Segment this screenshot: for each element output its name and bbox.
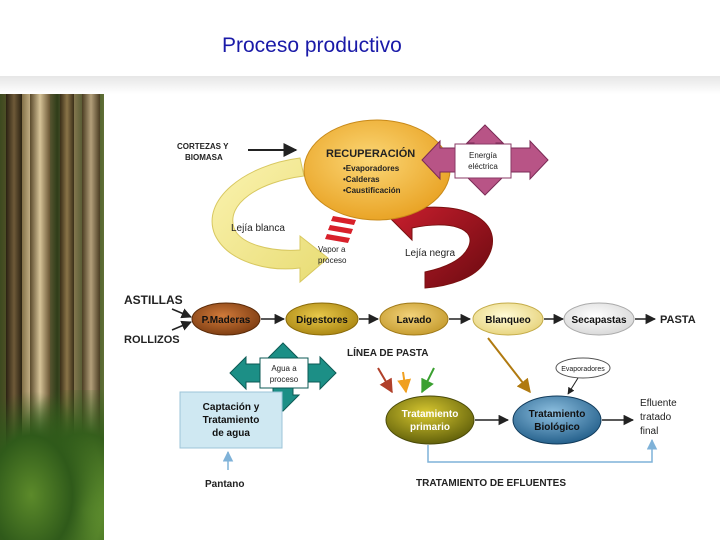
- lavado-node: [379, 302, 449, 336]
- lejia-negra-arrow: [387, 195, 493, 289]
- lejia-blanca-label: Lejía blanca: [231, 223, 285, 234]
- blanqueo-node: [472, 302, 544, 336]
- efluente-label: final: [640, 426, 658, 437]
- trat-primario-label: primario: [410, 422, 450, 433]
- digestores-label: Digestores: [296, 315, 348, 326]
- captacion-box: [179, 391, 283, 449]
- secapastas-label: Secapastas: [571, 315, 626, 326]
- captacion-label: Captación y: [203, 402, 260, 413]
- effluent-arrow: [397, 371, 412, 394]
- evaporadores-node: [555, 357, 611, 379]
- rollizos-arrow: [171, 320, 192, 331]
- captacion-label: de agua: [212, 428, 250, 439]
- biomasa-label: BIOMASA: [185, 153, 223, 162]
- secapastas-node: [563, 302, 635, 336]
- rollizos-label: ROLLIZOS: [124, 334, 180, 346]
- evaporadores-arrow: [567, 377, 579, 395]
- astillas-arrow: [171, 308, 192, 319]
- energia-label: eléctrica: [468, 162, 498, 171]
- pmaderas-label: P.Maderas: [202, 315, 251, 326]
- efluente-label: tratado: [640, 412, 672, 423]
- energia-label: Energía: [469, 151, 498, 160]
- lejia-negra-label: Lejía negra: [405, 248, 455, 259]
- blanqueo-label: Blanqueo: [485, 315, 531, 326]
- recuperacion-item: •Evaporadores: [343, 164, 400, 173]
- cortezas-label: CORTEZAS Y: [177, 142, 229, 151]
- efluente-label: Efluente: [640, 398, 677, 409]
- digestores-node: [285, 302, 359, 336]
- agua-box: [259, 357, 309, 389]
- pasta-label: PASTA: [660, 314, 696, 326]
- forest-photo: [0, 94, 104, 540]
- pantano-label: Pantano: [205, 479, 244, 490]
- trat-biologico-label: Biológico: [534, 422, 580, 433]
- recuperacion-item: •Caustificación: [343, 186, 401, 195]
- vapor-arrow: [325, 216, 356, 243]
- vapor-label: proceso: [318, 256, 347, 265]
- trat-primario-label: Tratamiento: [402, 409, 459, 420]
- captacion-label: Tratamiento: [203, 415, 260, 426]
- agua-label: proceso: [270, 375, 299, 384]
- trat-biologico-label: Tratamiento: [529, 409, 586, 420]
- lavado-label: Lavado: [396, 315, 431, 326]
- return-water-line: [427, 438, 658, 463]
- linea-pasta-label: LÍNEA DE PASTA: [347, 346, 428, 359]
- page-title: Proceso productivo: [222, 34, 402, 57]
- lejia-blanca-arrow: [211, 157, 329, 284]
- astillas-label: ASTILLAS: [124, 293, 183, 307]
- vapor-label: Vapor a: [318, 245, 346, 254]
- recuperacion-title: RECUPERACIÓN: [326, 147, 415, 160]
- trat-biologico-node: [512, 395, 602, 445]
- energia-box: [454, 143, 512, 179]
- title-divider: [0, 76, 720, 94]
- effluent-arrow: [421, 367, 435, 394]
- pmaderas-node: [191, 302, 261, 336]
- evaporadores-label: Evaporadores: [561, 366, 605, 373]
- recuperacion-item: •Calderas: [343, 175, 380, 184]
- trat-primario-node: [385, 395, 475, 445]
- effluent-arrow: [377, 367, 393, 394]
- agua-label: Agua a: [271, 364, 297, 373]
- trat-efluentes-label: TRATAMIENTO DE EFLUENTES: [416, 478, 566, 489]
- blanqueo-to-biologico-arrow: [487, 337, 531, 394]
